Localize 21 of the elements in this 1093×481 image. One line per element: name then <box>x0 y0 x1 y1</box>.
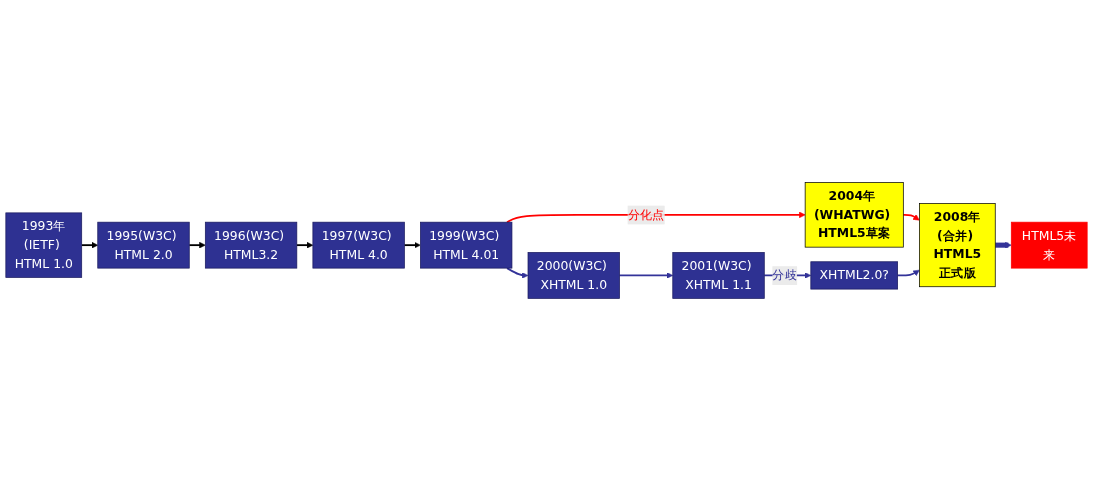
node-box: 2004年 (WHATWG) HTML5草案 <box>804 182 904 248</box>
node-box: 1997(W3C) HTML 4.0 <box>312 221 405 269</box>
node-box: HTML5未来 <box>1010 221 1088 269</box>
arrow <box>80 241 99 249</box>
node-box: 1996(W3C) HTML3.2 <box>204 221 298 269</box>
edge-label: 分化点 <box>627 207 665 222</box>
arrow <box>896 269 920 277</box>
node-box: 1999(W3C) HTML 4.01 <box>420 221 513 269</box>
node-box: 1995(W3C) HTML 2.0 <box>97 221 190 269</box>
edge-label: 分歧 <box>772 267 798 283</box>
node-box: XHTML2.0? <box>810 261 898 290</box>
node-box: 2008年(合并) HTML5正式版 <box>919 203 996 288</box>
node-box: 2001(W3C) XHTML 1.1 <box>672 252 765 299</box>
node-box: 1993年(IETF) HTML 1.0 <box>5 212 83 278</box>
arrow <box>403 241 421 249</box>
node-box: 2000(W3C) XHTML 1.0 <box>527 252 620 299</box>
arrow <box>295 241 314 249</box>
arrow <box>188 241 206 249</box>
arrow <box>902 213 920 221</box>
arrow <box>506 267 529 279</box>
arrow <box>618 272 674 279</box>
